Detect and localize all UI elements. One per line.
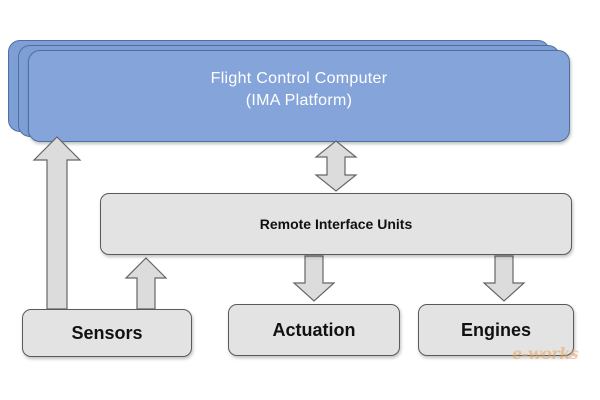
engines-label: Engines bbox=[460, 319, 531, 340]
remote-interface-units-label: Remote Interface Units bbox=[259, 216, 413, 232]
fcc-title-line1: Flight Control Computer bbox=[210, 70, 388, 87]
fcc-title-line2: (IMA Platform) bbox=[245, 92, 353, 109]
e-works-watermark: e-works bbox=[512, 344, 579, 363]
actuation-box: Actuation bbox=[228, 304, 400, 356]
arrow-riu-to-actuation bbox=[292, 255, 336, 302]
arrow-riu-to-engines bbox=[482, 255, 526, 302]
flight-control-computer-title: Flight Control Computer (IMA Platform) bbox=[28, 68, 570, 112]
sensors-label: Sensors bbox=[71, 322, 143, 343]
flight-control-computer-box bbox=[28, 50, 570, 142]
remote-interface-units-box: Remote Interface Units bbox=[100, 193, 572, 255]
actuation-label: Actuation bbox=[272, 319, 356, 340]
sensors-box: Sensors bbox=[22, 309, 192, 357]
arrow-sensors-to-riu bbox=[124, 257, 168, 310]
arrow-sensors-to-fcc bbox=[32, 136, 82, 310]
arrow-fcc-riu-bidirectional bbox=[314, 140, 358, 192]
engines-box: Engines bbox=[418, 304, 574, 356]
